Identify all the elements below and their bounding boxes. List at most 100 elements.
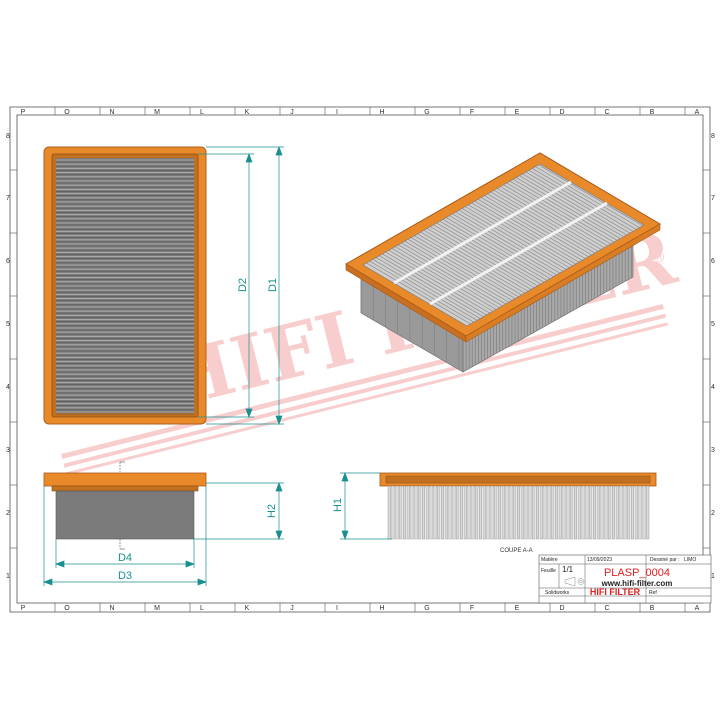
pleat-line <box>423 229 529 292</box>
pleat <box>509 485 513 540</box>
pleat <box>589 485 593 540</box>
grid-ticks <box>10 107 710 612</box>
col-label: L <box>200 109 204 116</box>
dimension-h2-label: H2 <box>266 504 278 518</box>
pleat-line <box>465 206 570 268</box>
row-label: 3 <box>711 447 715 454</box>
pleat-line <box>535 166 640 228</box>
col-label: G <box>424 605 429 612</box>
row-label: 2 <box>711 510 715 517</box>
col-label: I <box>336 109 338 116</box>
pleat <box>642 485 646 540</box>
row-label: 3 <box>6 447 10 454</box>
pleat <box>444 485 448 540</box>
col-label: A <box>695 109 700 116</box>
pleat <box>460 485 464 540</box>
col-label: C <box>604 605 609 612</box>
row-label: 6 <box>711 258 715 265</box>
pleat-line <box>436 222 541 285</box>
pleat-line <box>468 204 573 267</box>
row-label: 8 <box>711 133 715 140</box>
col-label: J <box>290 605 294 612</box>
pleat <box>532 485 536 540</box>
pleat-line <box>433 224 538 287</box>
pleat-line <box>388 249 494 312</box>
pleat <box>536 485 540 540</box>
dimension-d3-d4-h2 <box>43 482 284 586</box>
pleat-line <box>493 189 599 252</box>
title-block-website: www.hifi-filter.com <box>601 579 673 588</box>
pleat <box>490 485 494 540</box>
pleat <box>452 485 456 540</box>
pleat <box>475 485 479 540</box>
pleat <box>577 485 581 540</box>
col-label: E <box>515 109 520 116</box>
pleat-line <box>484 195 589 258</box>
pleat <box>391 485 395 540</box>
pleat <box>422 485 426 540</box>
col-label: D <box>559 605 564 612</box>
pleat-line <box>395 246 500 308</box>
pleat <box>448 485 452 540</box>
pleat <box>403 485 407 540</box>
pleat <box>566 485 570 540</box>
pleat <box>634 485 638 540</box>
pleat <box>517 485 521 540</box>
title-block-matiere-label: Matière <box>541 557 558 563</box>
pleat-line <box>532 168 637 230</box>
pleat <box>631 485 635 540</box>
pleat-line <box>500 186 605 248</box>
row-labels-left: 8 7 6 5 4 3 2 1 <box>6 133 10 580</box>
pleat-line <box>474 200 580 263</box>
pleat-line <box>366 262 471 325</box>
pleat-line <box>522 173 627 236</box>
pleat <box>482 485 486 540</box>
col-label: H <box>379 109 384 116</box>
col-label: H <box>379 605 384 612</box>
col-label: O <box>64 109 70 116</box>
row-label: 7 <box>711 195 715 202</box>
pleat-line <box>442 219 548 281</box>
pleat <box>615 485 619 540</box>
pleat <box>471 485 475 540</box>
pleat-line <box>446 217 551 279</box>
row-label: 1 <box>711 573 715 580</box>
col-label: L <box>200 605 204 612</box>
pleat-line <box>391 248 497 310</box>
pleat <box>501 485 505 540</box>
pleat-line <box>410 237 516 299</box>
pleat <box>406 485 410 540</box>
row-label: 5 <box>711 321 715 328</box>
dimension-d1-d2 <box>198 146 284 425</box>
section-label: COUPE A-A <box>500 548 533 554</box>
dimension-h1 <box>340 472 392 540</box>
col-label: C <box>604 109 609 116</box>
pleat-line <box>490 191 595 254</box>
pleat-line <box>503 184 608 247</box>
title-block: Matière 13/09/2023 Dessiné par : LIMO Fe… <box>538 554 712 604</box>
title-block-ref-label: Ref <box>649 590 657 596</box>
pleat-line <box>471 202 576 265</box>
col-label: E <box>515 605 520 612</box>
pleat <box>646 485 650 540</box>
pleat-line <box>528 169 634 232</box>
col-label: N <box>109 605 114 612</box>
pleat <box>399 485 403 540</box>
pleat <box>612 485 616 540</box>
pleat <box>395 485 399 540</box>
col-label: F <box>470 109 474 116</box>
pleat-line <box>404 240 509 303</box>
pleat-line <box>452 213 557 276</box>
iso-side-pleats <box>360 276 460 370</box>
pleat-line <box>461 208 567 270</box>
pleat <box>604 485 608 540</box>
pleat-line <box>375 257 481 319</box>
pleat-line <box>372 259 478 321</box>
pleat-line <box>379 255 484 318</box>
pleat <box>539 485 543 540</box>
pleat <box>433 485 437 540</box>
pleat <box>596 485 600 540</box>
top-view <box>43 146 207 425</box>
col-label: D <box>559 109 564 116</box>
